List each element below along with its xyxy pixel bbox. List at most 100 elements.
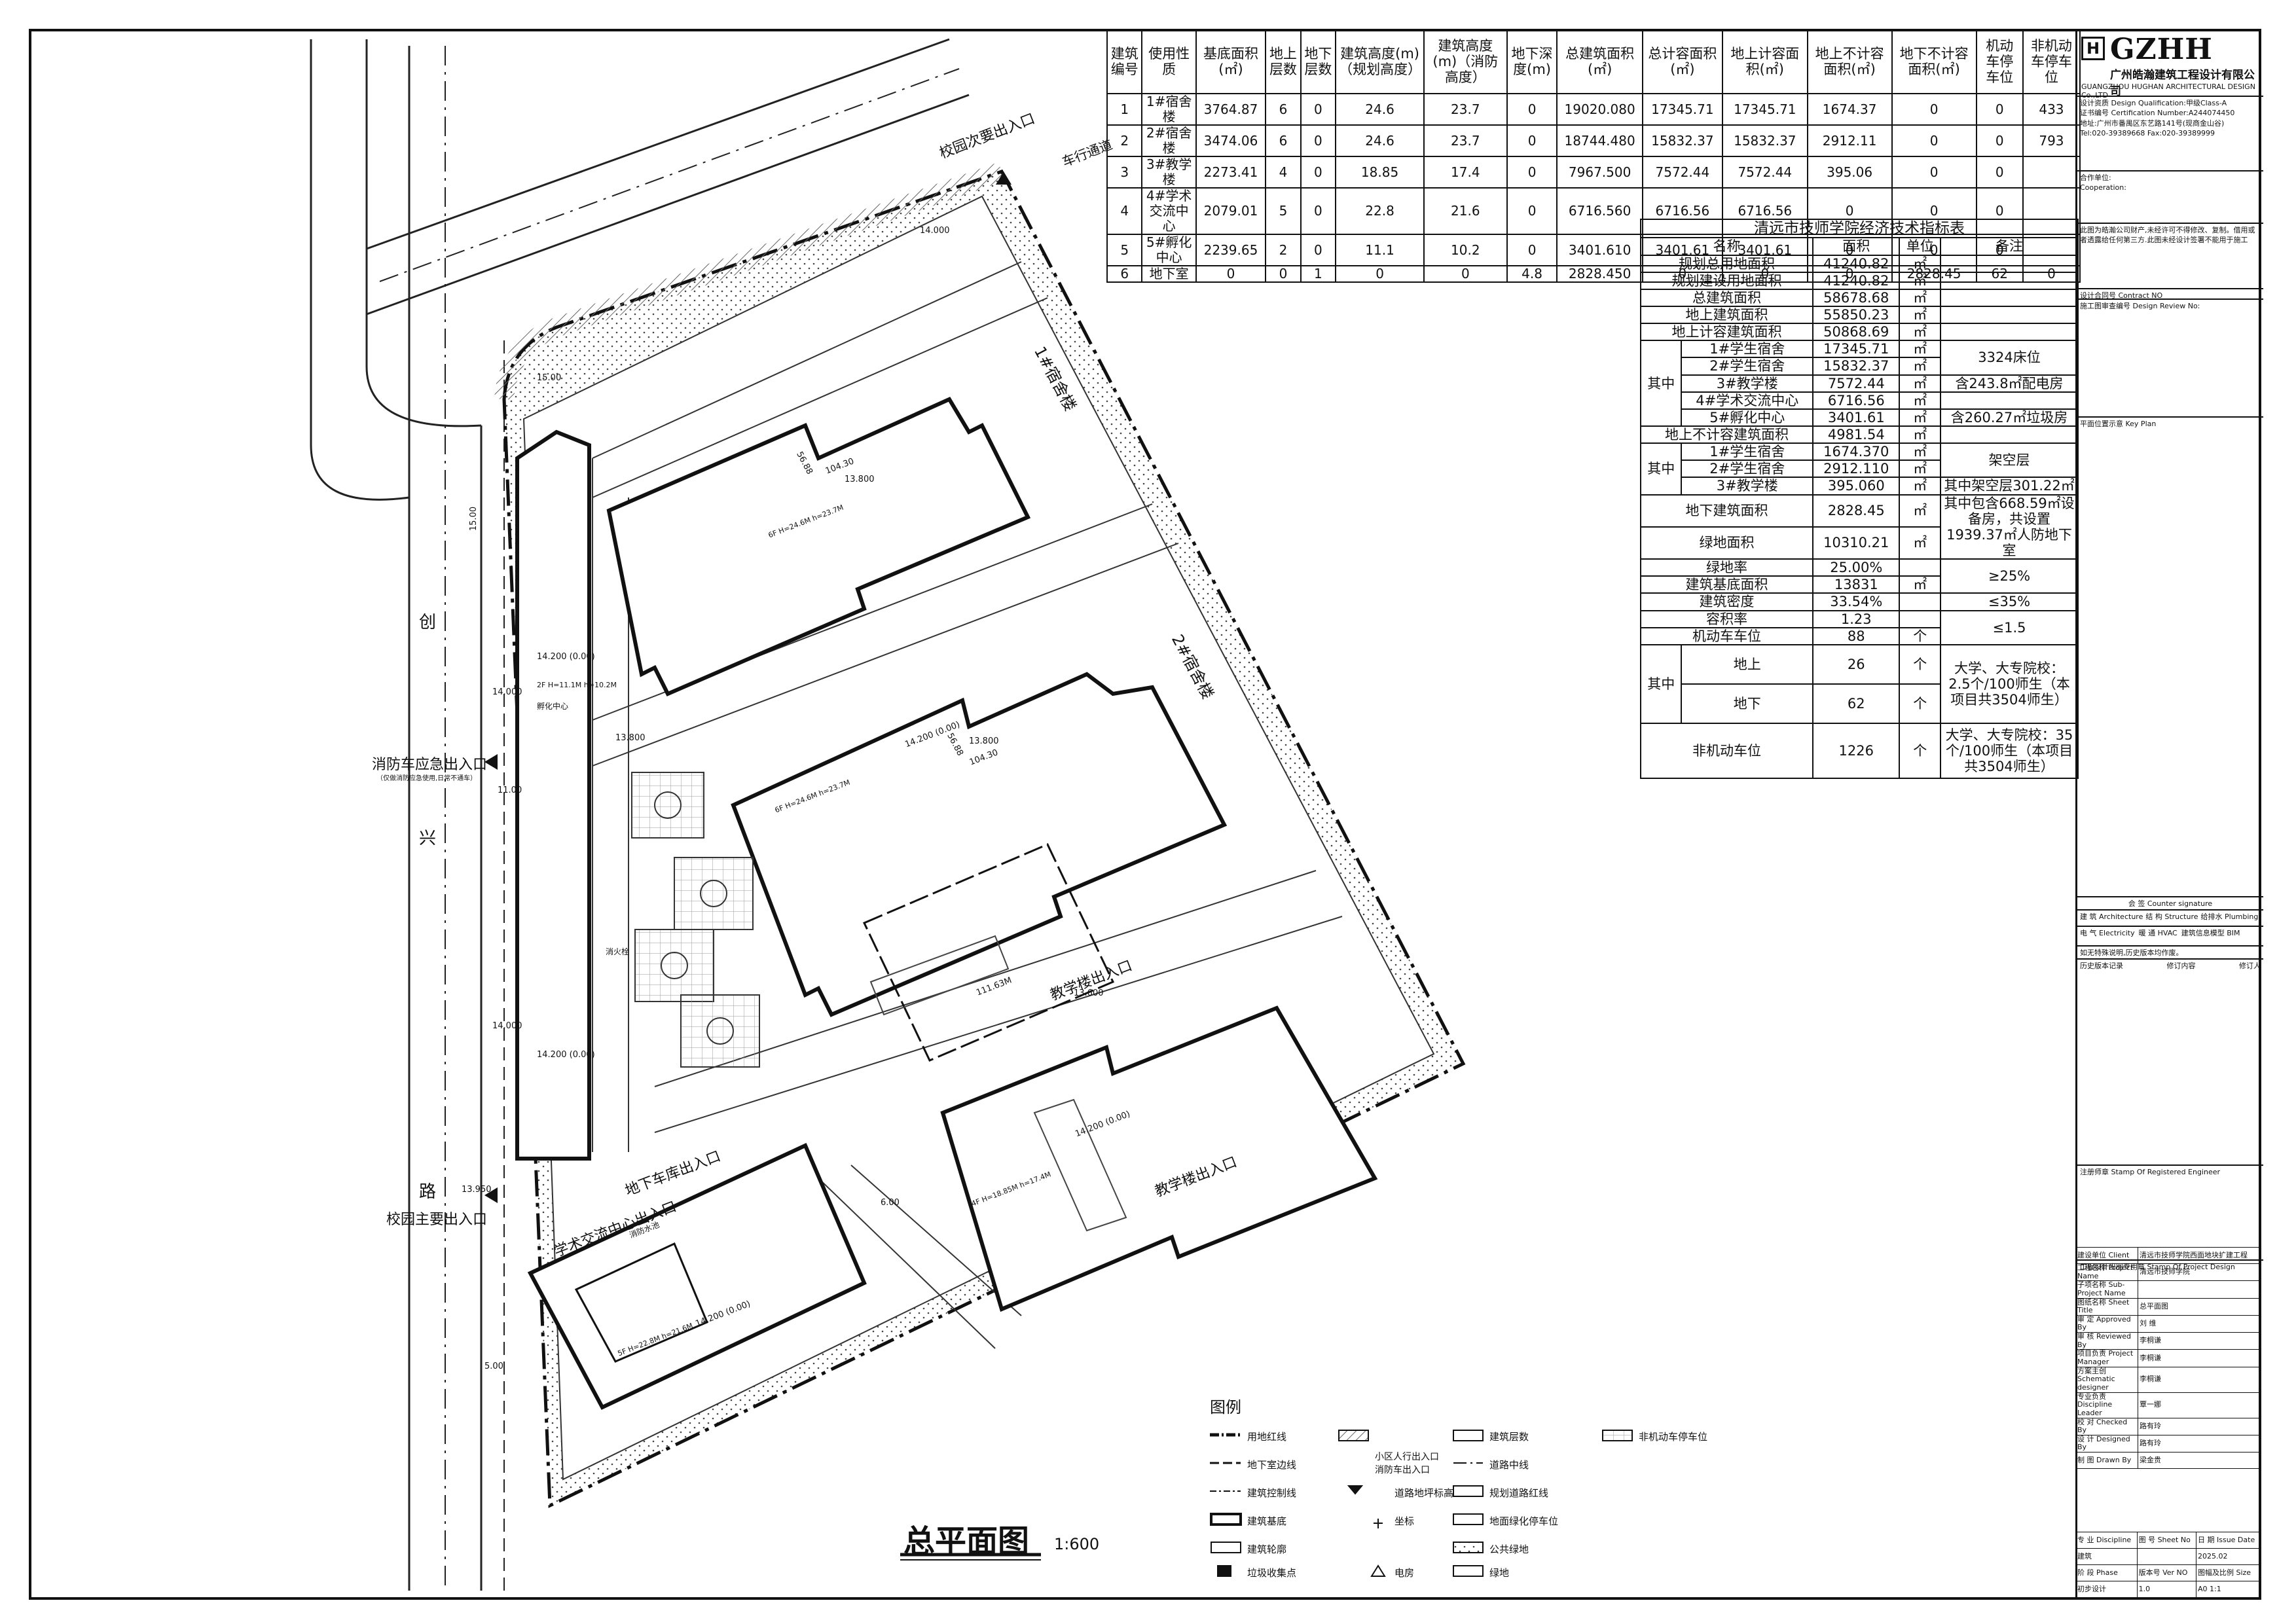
table-cell: 0: [1891, 124, 1977, 157]
table-cell: 24.6: [1335, 93, 1425, 126]
indicator-unit: ㎡: [1899, 391, 1941, 410]
indicator-value: 62: [1812, 683, 1901, 724]
table-cell: 395.06: [1806, 156, 1893, 189]
table-cell: 5: [1106, 234, 1143, 266]
table-cell: 6: [1265, 93, 1302, 126]
indicator-note: [1940, 254, 2079, 273]
indicator-name: 建筑基底面积: [1639, 575, 1814, 594]
basement: [862, 843, 1115, 1062]
phase-value: 初步设计: [2075, 1581, 2138, 1598]
indicator-value: 17345.71: [1812, 340, 1901, 359]
dimension-label: 13.950: [462, 1185, 492, 1195]
building-5-label: 孵化中心: [537, 702, 569, 711]
table-cell: 22.8: [1335, 187, 1425, 235]
discipline-bim: 建筑信息模型 BIM: [2181, 929, 2240, 937]
table-cell: 0: [1335, 265, 1425, 283]
reviewed-label: 审 核 Reviewed By: [2075, 1332, 2138, 1350]
legend-item: 建筑基底: [1247, 1515, 1287, 1527]
review-no: 施工图审查编号 Design Review No:: [2077, 298, 2263, 310]
table-cell: 0: [1975, 156, 2024, 189]
fire-entry-label: 消防车应急出入口: [372, 757, 488, 773]
elevation-label: 14.200 (0.00): [537, 1050, 595, 1060]
table-cell: 0: [1300, 93, 1337, 126]
indicator-unit: ㎡: [1899, 526, 1941, 560]
column-header: 建筑编号: [1106, 29, 1143, 94]
table-cell: 7572.44: [1721, 156, 1808, 189]
table-cell: 0: [1975, 93, 2024, 126]
size-label: 图幅及比例 Size: [2196, 1564, 2261, 1581]
discipline-struct: 结 构 Structure: [2145, 912, 2198, 921]
indicator-name: 非机动车位: [1639, 722, 1814, 779]
dimension-label: 14.000: [492, 1021, 522, 1031]
table-cell: 1#宿舍楼: [1141, 93, 1197, 126]
table-cell: 433: [2022, 93, 2081, 126]
indicator-title: 清远市技师学院经济技术指标表: [1640, 218, 2079, 239]
table-cell: [2022, 156, 2081, 189]
indicator-note: [1940, 305, 2079, 325]
indicator-name: 3#教学楼: [1681, 477, 1814, 496]
table-cell: 4: [1106, 187, 1143, 235]
indicator-name: 容积率: [1639, 609, 1814, 628]
indicator-value: 13831: [1812, 575, 1901, 594]
indicator-unit: ㎡: [1899, 374, 1941, 393]
road-name-char: 路: [419, 1182, 437, 1202]
building-5: [515, 429, 591, 1161]
road-name-char: 兴: [419, 829, 437, 848]
indicator-value: 2828.45: [1812, 494, 1901, 528]
dimension-label: 13.800: [845, 475, 875, 484]
elevation-label: 14.200 (0.00): [537, 652, 595, 662]
indicator-note: [1940, 425, 2079, 444]
indicator-note: 3324床位: [1940, 340, 2079, 376]
subproject-value: [2138, 1280, 2261, 1299]
indicator-note: ≤1.5: [1940, 609, 2079, 645]
discipline-value: 建筑: [2075, 1548, 2138, 1565]
road-name-char: 创: [419, 613, 437, 632]
indicator-value: 7572.44: [1812, 374, 1901, 393]
column-header: 单位: [1899, 237, 1941, 256]
pm-name: 李桐谦: [2138, 1349, 2261, 1367]
modified-by-label: 修订人: [2239, 962, 2261, 970]
certificate: 证书编号 Certification Number:A244074450: [2080, 109, 2235, 118]
indicator-value: 25.00%: [1812, 558, 1901, 577]
legend-item: 小区人行出入口 消防车出入口: [1375, 1452, 1439, 1475]
drawing-title: 总平面图: [903, 1523, 1030, 1560]
indicator-name: 1#学生宿舍: [1681, 340, 1814, 359]
table-cell: 1: [1300, 265, 1337, 283]
indicator-value: 33.54%: [1812, 592, 1901, 611]
table-cell: 23.7: [1423, 124, 1508, 157]
issue-label: 日 期 Issue Date: [2196, 1532, 2261, 1549]
drawn-label: 制 图 Drawn By: [2075, 1452, 2138, 1470]
indicator-note: 含243.8㎡配电房: [1940, 374, 2079, 393]
sheet-meta-table: 专 业 Discipline 图 号 Sheet No 日 期 Issue Da…: [2075, 1532, 2261, 1598]
parking: [869, 935, 1127, 1232]
table-cell: 11.1: [1335, 234, 1425, 266]
legend-item: 公共绿地: [1489, 1543, 1529, 1555]
legend-item: 地面绿化停车位: [1489, 1515, 1559, 1527]
indicator-unit: 个: [1899, 722, 1941, 779]
column-header: 机动车停车位: [1975, 29, 2024, 94]
table-cell: 21.6: [1423, 187, 1508, 235]
main-entry-label: 校园主要出入口: [386, 1212, 488, 1228]
column-header: 建筑高度(m)（消防高度）: [1423, 29, 1508, 94]
column-header: 地下层数: [1300, 29, 1337, 94]
indicator-unit: ㎡: [1899, 271, 1941, 290]
table-cell: 0: [1506, 124, 1558, 157]
indicator-name: 2#学生宿舍: [1681, 357, 1814, 376]
indicator-unit: ㎡: [1899, 494, 1941, 528]
building-data-table: 建筑编号 使用性质 基底面积(㎡) 地上层数 地下层数 建筑高度(m)（规划高度…: [1106, 29, 2081, 283]
table-cell: 17345.71: [1641, 93, 1723, 126]
project-value: 清远市技师学院: [2138, 1263, 2261, 1282]
table-cell: 3: [1106, 156, 1143, 189]
designed-label: 设 计 Designed By: [2075, 1434, 2138, 1453]
table-cell: 2079.01: [1195, 187, 1267, 235]
designed-name: 路有玲: [2138, 1434, 2261, 1453]
indicator-unit: [1899, 558, 1941, 577]
table-cell: 5: [1265, 187, 1302, 235]
contract-no: 设计合同号 Contract NO: [2077, 288, 2263, 300]
legend-item: 绿地: [1489, 1567, 1510, 1579]
table-cell: 2239.65: [1195, 234, 1267, 266]
indicator-name: 3#教学楼: [1681, 374, 1814, 393]
indicator-value: 1674.370: [1812, 442, 1901, 461]
table-cell: 3401.610: [1556, 234, 1643, 266]
column-header: 地下不计容面积(㎡): [1891, 29, 1977, 94]
